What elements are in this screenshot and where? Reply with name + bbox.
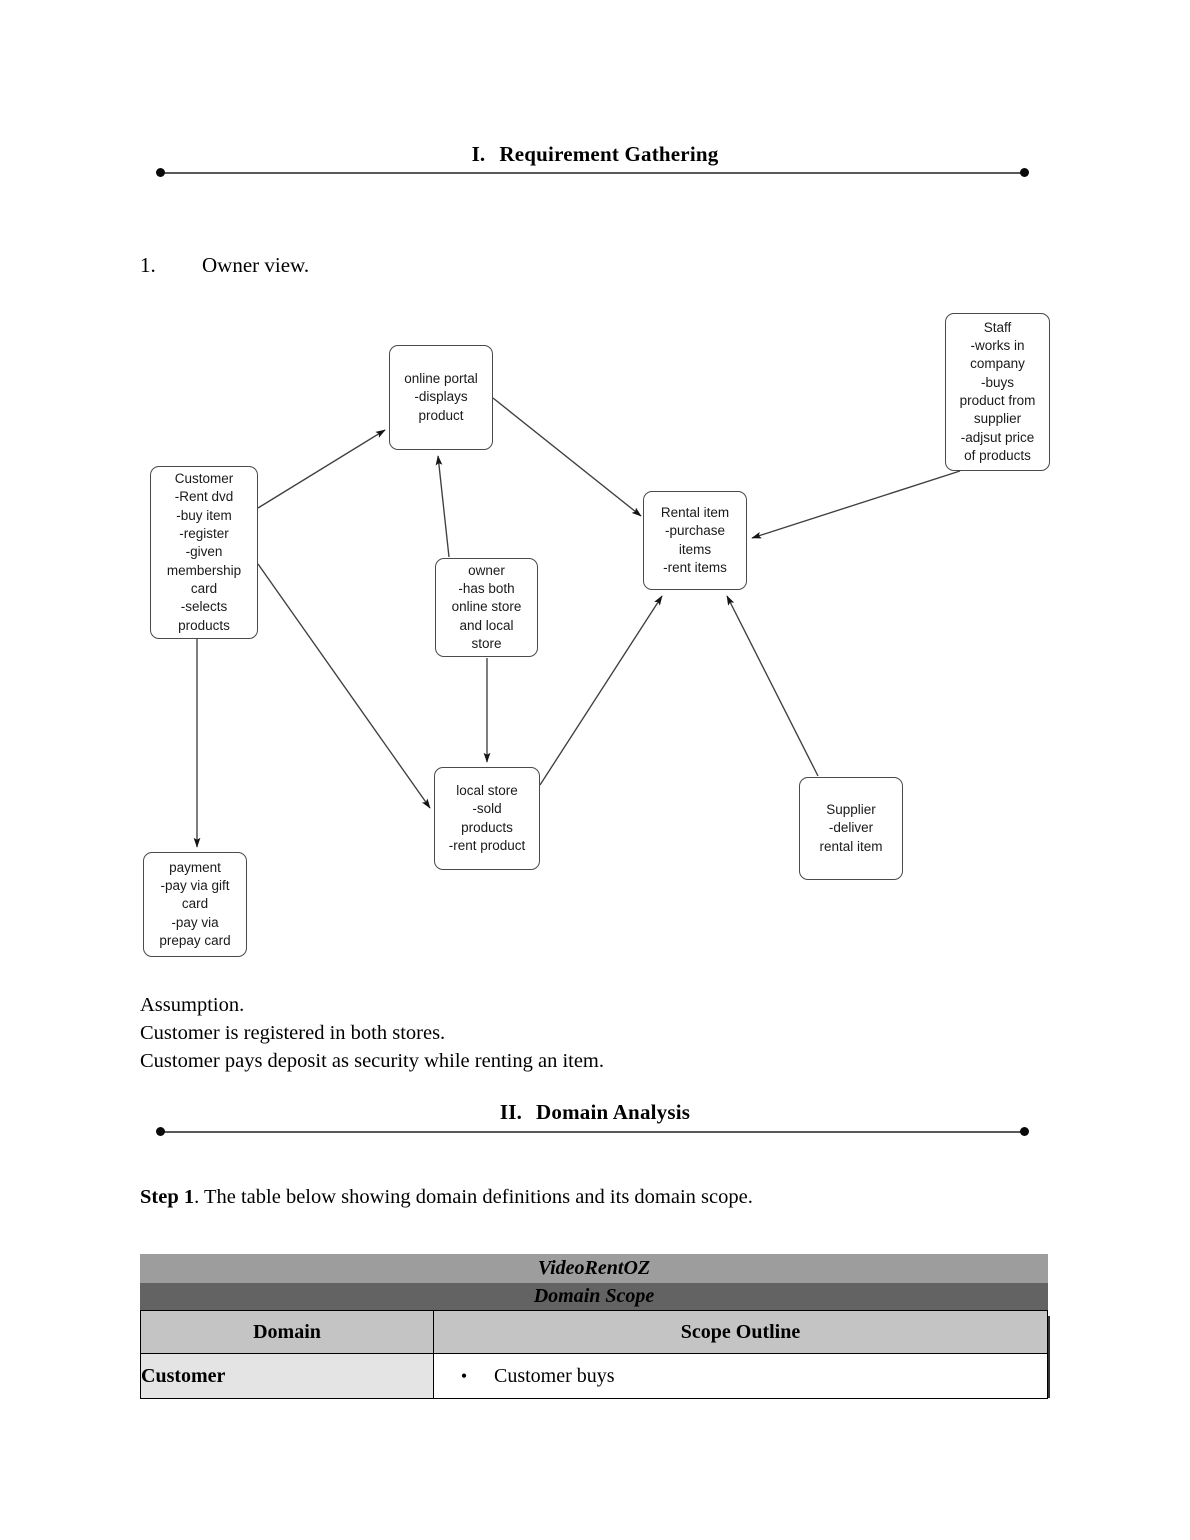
edge-owner-online-portal xyxy=(435,455,450,558)
cell-domain-customer: Customer xyxy=(140,1353,434,1399)
rule-dot-left xyxy=(156,168,165,177)
column-header-domain: Domain xyxy=(140,1310,434,1354)
edge-online-portal-rental-item xyxy=(492,397,642,517)
bullet-icon: • xyxy=(460,1366,468,1386)
node-supplier[interactable]: Supplier -deliver rental item xyxy=(799,777,903,880)
section-heading-2: II. Domain Analysis xyxy=(0,1100,1190,1125)
column-header-scope-outline: Scope Outline xyxy=(433,1310,1048,1354)
table-title: VideoRentOZ xyxy=(140,1254,1048,1283)
rule-line xyxy=(160,1131,1025,1133)
node-online-portal[interactable]: online portal -displays product xyxy=(389,345,493,450)
table-header-row: Domain Scope Outline xyxy=(140,1310,1048,1354)
step-1-line: Step 1. The table below showing domain d… xyxy=(140,1186,753,1209)
list-item-owner-view: 1. Owner view. xyxy=(140,253,309,278)
node-payment[interactable]: payment -pay via gift card -pay via prep… xyxy=(143,852,247,957)
assumption-line-1: Customer is registered in both stores. xyxy=(140,1022,446,1044)
edge-customer-local-store xyxy=(257,563,431,809)
rule-dot-left xyxy=(156,1127,165,1136)
section-title: Domain Analysis xyxy=(536,1100,691,1124)
edge-customer-online-portal xyxy=(257,429,386,509)
domain-scope-table: VideoRentOZ Domain Scope Domain Scope Ou… xyxy=(140,1254,1048,1399)
table-title-row: VideoRentOZ xyxy=(140,1254,1048,1283)
list-marker: 1. xyxy=(140,253,156,277)
edge-local-store-rental-item xyxy=(539,595,663,786)
assumption-line-2: Customer pays deposit as security while … xyxy=(140,1050,605,1072)
rule-line xyxy=(160,172,1025,174)
bullet-text: Customer buys xyxy=(494,1364,615,1387)
table-subtitle: Domain Scope xyxy=(140,1282,1048,1311)
node-local-store[interactable]: local store -sold products -rent product xyxy=(434,767,540,870)
list-label: Owner view. xyxy=(202,253,310,277)
step-label: Step 1 xyxy=(140,1186,195,1208)
node-customer[interactable]: Customer -Rent dvd -buy item -register -… xyxy=(150,466,258,639)
rule-dot-right xyxy=(1020,168,1029,177)
rule-dot-right xyxy=(1020,1127,1029,1136)
node-staff[interactable]: Staff -works in company -buys product fr… xyxy=(945,313,1050,471)
node-rental-item[interactable]: Rental item -purchase items -rent items xyxy=(643,491,747,590)
table-row: Customer • Customer buys xyxy=(140,1353,1048,1399)
edge-supplier-rental-item xyxy=(726,595,819,777)
step-text: . The table below showing domain definit… xyxy=(194,1186,753,1208)
section-heading-1: I. Requirement Gathering xyxy=(0,142,1190,167)
section-rule-1 xyxy=(156,168,1029,178)
node-owner[interactable]: owner -has both online store and local s… xyxy=(435,558,538,657)
cell-scope-customer: • Customer buys xyxy=(433,1353,1048,1399)
section-numeral: II. xyxy=(499,1100,523,1124)
assumption-heading: Assumption. xyxy=(140,994,245,1016)
section-title: Requirement Gathering xyxy=(499,142,719,166)
section-rule-2 xyxy=(156,1127,1029,1137)
bullet-list-item: • Customer buys xyxy=(434,1365,1047,1388)
section-numeral: I. xyxy=(471,142,486,166)
table-subtitle-row: Domain Scope xyxy=(140,1282,1048,1311)
edge-staff-rental-item xyxy=(751,470,961,539)
